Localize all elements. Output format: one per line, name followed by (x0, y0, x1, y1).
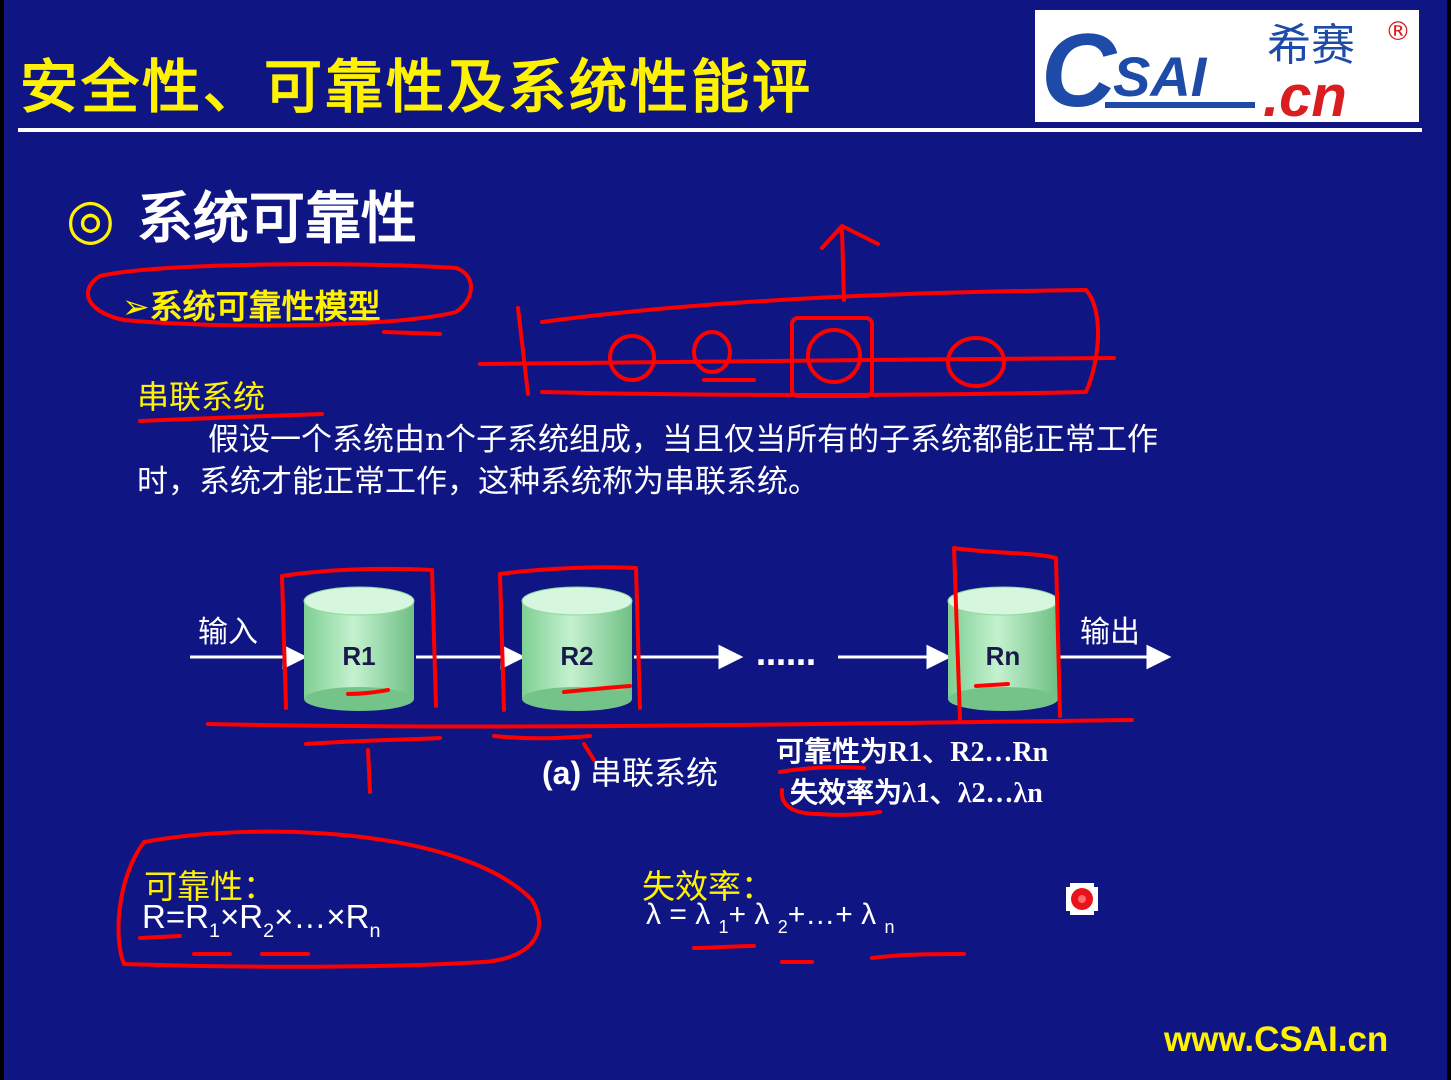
ink-underline (778, 765, 866, 774)
logo-sai: SAI (1113, 45, 1208, 108)
formula-sub: n (884, 917, 895, 937)
formula-part: +…+ λ (787, 898, 885, 931)
ink-arrow-head (820, 224, 880, 250)
ink-box-r1 (280, 566, 438, 710)
unit-label: R1 (342, 641, 375, 671)
formula-part: λ = λ (646, 898, 719, 931)
formula-part: ×…×R (274, 898, 370, 935)
ink-box-r2 (498, 565, 642, 712)
unit-label: R2 (560, 641, 593, 671)
formula-part: ×R (219, 898, 264, 935)
series-diagram: 输入 输出 …… R1 R2 Rn (190, 586, 1172, 711)
csai-logo: C SAI 希赛 ® .cn (1035, 10, 1419, 129)
ink-box (540, 288, 1101, 397)
ink-loop-model (86, 262, 473, 328)
slide-title: 安全性、可靠性及系统性能评 (20, 53, 814, 121)
ink-circle (946, 336, 1006, 388)
caption-tag: (a) (542, 755, 582, 791)
failure-rate-formula: λ = λ 1+ λ 2+…+ λ n (646, 898, 895, 938)
ink-stroke (492, 734, 592, 741)
logo-domain: .cn (1263, 64, 1347, 122)
ink-underline (692, 944, 756, 950)
ellipsis: …… (756, 638, 816, 673)
formula-part: + λ (728, 898, 778, 931)
input-label: 输入 (198, 615, 258, 650)
ink-underline (870, 952, 966, 960)
logo-chinese: 希赛 (1267, 20, 1355, 71)
section-title: 系统可靠性 (136, 187, 417, 252)
double-circle-bullet-icon: ◎ (66, 187, 115, 252)
ink-line (206, 718, 1134, 729)
formula-part: R=R (142, 898, 209, 935)
ink-underline (562, 684, 632, 694)
formula-sub: 1 (208, 920, 220, 942)
definition-line-1: 假设一个系统由n个子系统组成，当且仅当所有的子系统都能正常工作 (208, 422, 1158, 458)
formula-sub: 2 (777, 917, 788, 937)
ink-circle (692, 330, 732, 374)
ink-stroke (582, 742, 596, 762)
failure-rate-heading: 失效率： (642, 867, 774, 906)
formula-sub: n (369, 920, 381, 942)
ink-loop-reliability (116, 829, 542, 969)
caption-text: 串联系统 (590, 755, 719, 791)
logo-graphic: C SAI 希赛 ® .cn (1041, 13, 1411, 129)
output-label: 输出 (1080, 615, 1140, 650)
pen-cursor-icon (1066, 883, 1098, 915)
ink-underline (346, 688, 390, 696)
ink-stroke (516, 306, 530, 396)
ink-square (790, 316, 874, 398)
ink-stroke (304, 736, 442, 746)
ink-underline (138, 934, 182, 940)
ink-arrow-shaft (840, 228, 846, 302)
reliability-note: 可靠性为R1、R2…Rn (776, 737, 1049, 768)
logo-c: C (1041, 13, 1118, 122)
unit-r1: R1 (303, 586, 415, 711)
series-system-label: 串联系统 (137, 378, 266, 416)
title-divider (18, 128, 1422, 132)
model-label: ➢系统可靠性模型 (122, 287, 381, 326)
ink-stroke (382, 330, 442, 336)
unit-r2: R2 (521, 586, 633, 711)
ink-box-rn (952, 546, 1062, 722)
failure-rate-note: 失效率为λ1、λ2…λn (790, 778, 1043, 809)
formula-sub: 2 (263, 920, 275, 942)
formula-sub: 1 (718, 917, 729, 937)
website-url: www.CSAI.cn (1164, 1020, 1389, 1059)
pen-annotations (86, 224, 1134, 969)
logo-registered: ® (1385, 17, 1411, 47)
section-heading: ◎ 系统可靠性 (66, 174, 417, 255)
ink-bracket (779, 788, 882, 817)
reliability-formula: R=R1×R2×…×Rn (142, 898, 380, 943)
ink-line (478, 356, 1116, 366)
ink-underline (974, 682, 1010, 688)
ink-underline (138, 412, 324, 423)
reliability-heading: 可靠性： (144, 867, 276, 906)
unit-label: Rn (986, 641, 1021, 671)
ink-circle (806, 328, 862, 384)
ink-circle (608, 334, 656, 382)
definition-line-2: 时，系统才能正常工作，这种系统称为串联系统。 (137, 464, 819, 500)
diagram-caption: (a) 串联系统 (542, 748, 718, 794)
ink-stroke (366, 748, 372, 794)
